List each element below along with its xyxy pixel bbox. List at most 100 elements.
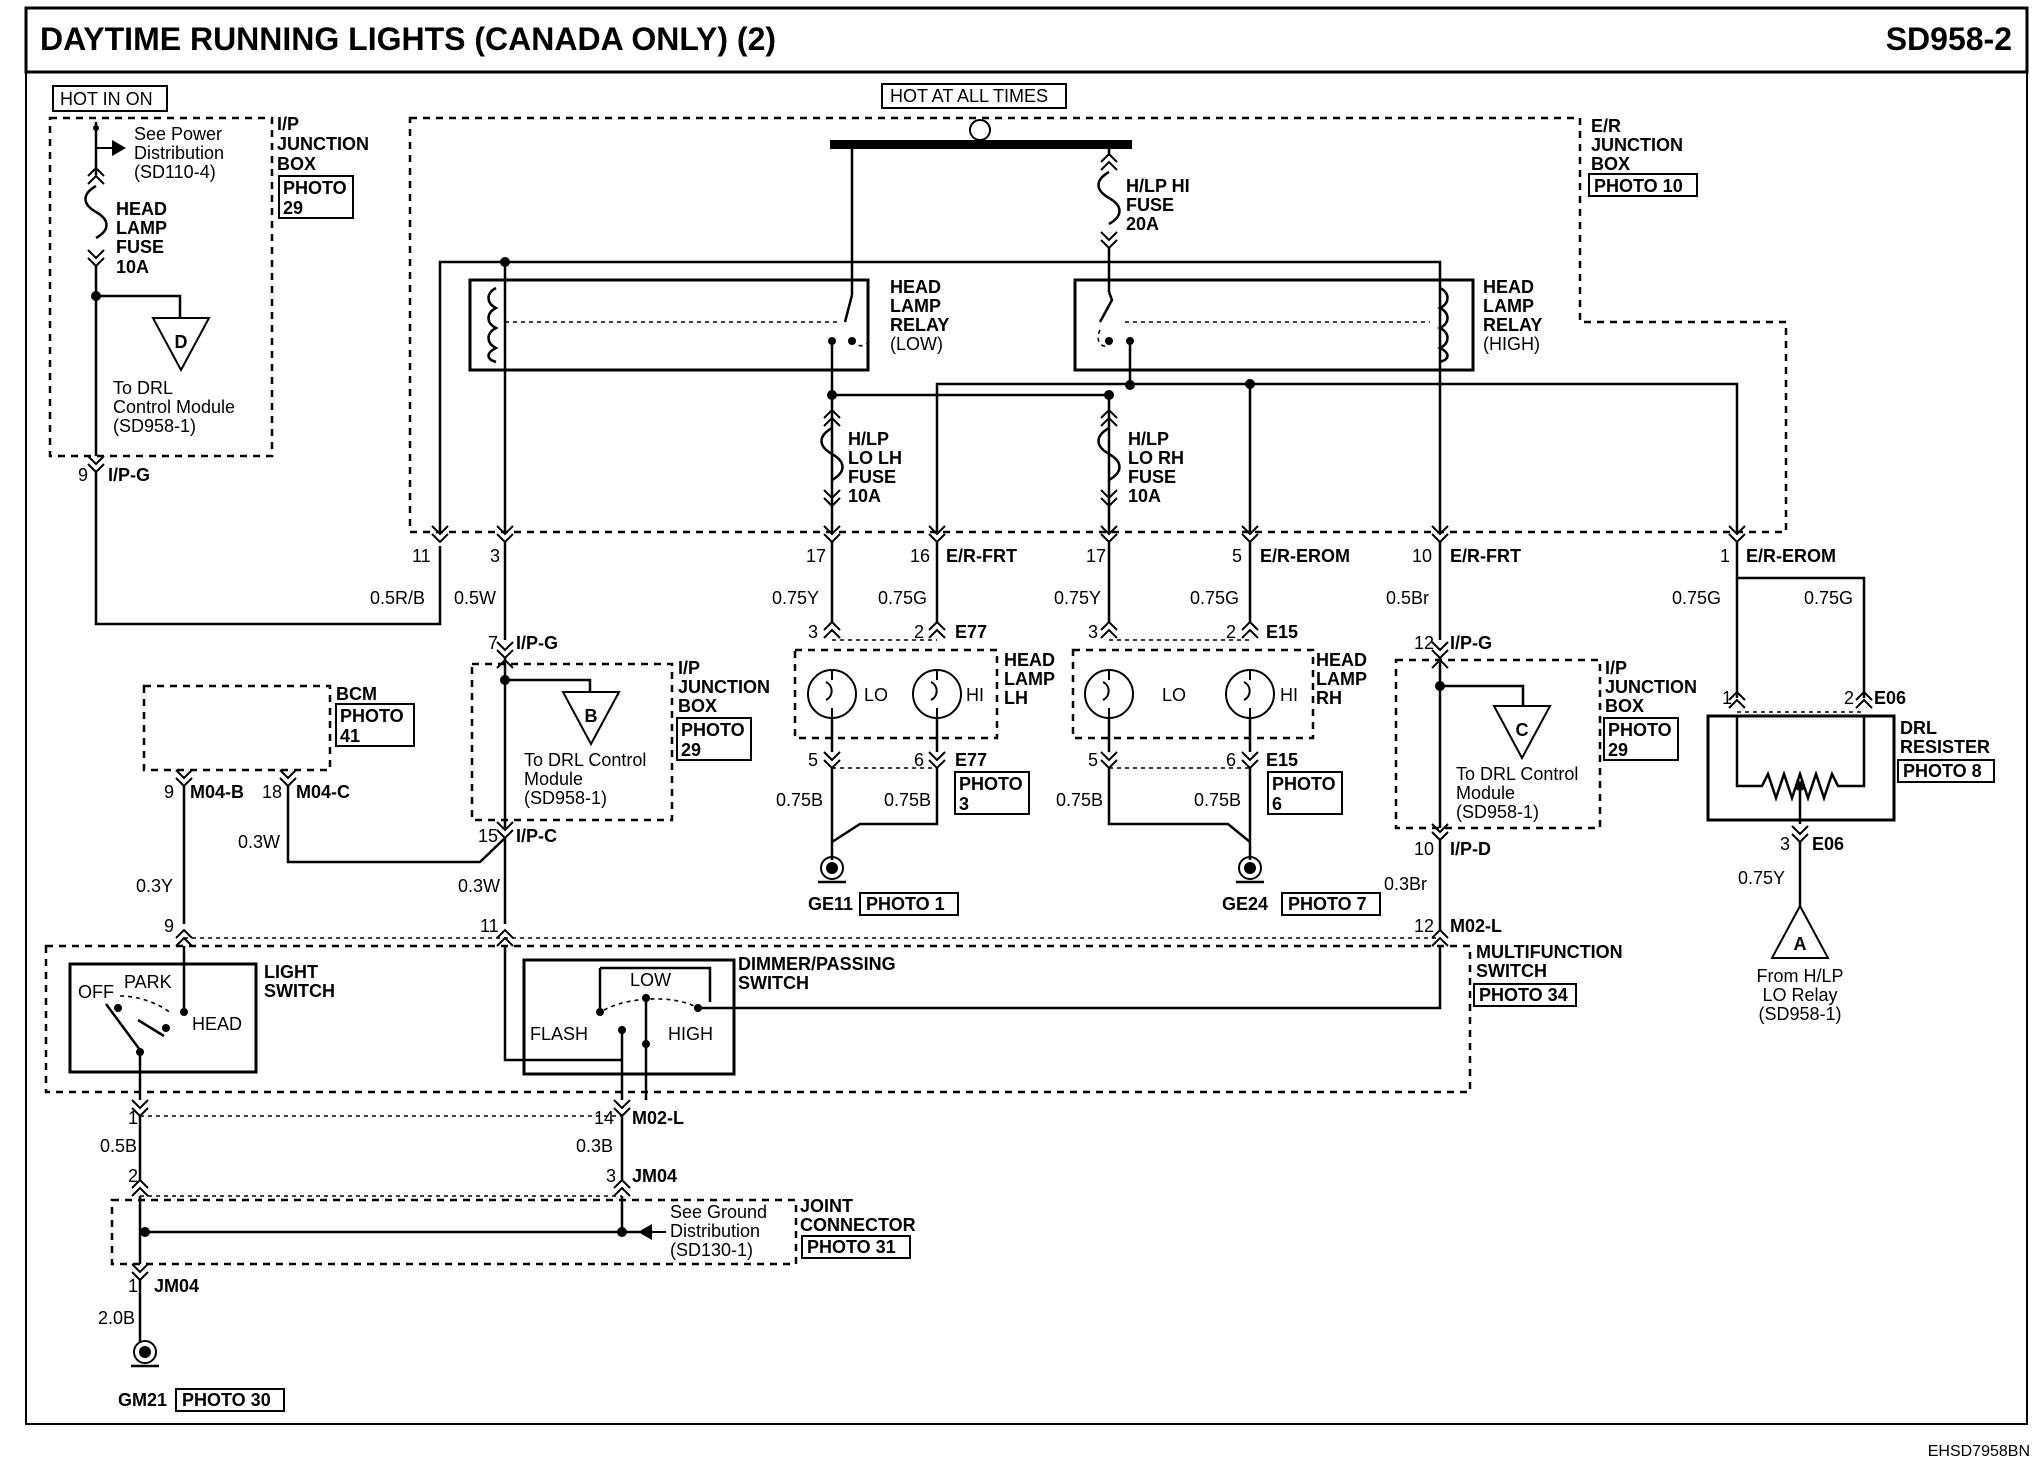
drl-resister-label: DRL xyxy=(1900,718,1937,738)
wire-label: 0.5B xyxy=(100,1136,137,1156)
photo-ref: 3 xyxy=(959,794,969,814)
wire-label: 0.75Y xyxy=(1738,868,1785,888)
pin-number: 5 xyxy=(1232,546,1242,566)
fuse-lo-lh-label: 10A xyxy=(848,486,881,506)
dimmer-pos-flash: FLASH xyxy=(530,1024,588,1044)
photo-ref: PHOTO xyxy=(1608,720,1672,740)
er-connector-arrows xyxy=(431,525,1746,544)
connector-id: I/P-G xyxy=(516,633,558,653)
drl-module-ref: (SD958-1) xyxy=(524,788,607,808)
photo-ref: PHOTO 30 xyxy=(182,1390,271,1410)
joint-connector-label: JOINT xyxy=(800,1196,853,1216)
drl-module-ref: To DRL Control xyxy=(524,750,646,770)
wire-label: 0.75G xyxy=(878,588,927,608)
fuse-lo-lh-label: FUSE xyxy=(848,467,896,487)
fuse-lo-rh-label: FUSE xyxy=(1128,467,1176,487)
connector-ref-c: C xyxy=(1516,720,1529,740)
hlp-lo-relay-ref: LO Relay xyxy=(1762,985,1837,1005)
wire-label: 0.3W xyxy=(458,876,500,896)
ground-dist-note: (SD130-1) xyxy=(670,1240,753,1260)
photo-ref: PHOTO 1 xyxy=(866,894,945,914)
pin-number: 10 xyxy=(1412,546,1432,566)
wire-label: 0.75G xyxy=(1190,588,1239,608)
drl-module-ref: To DRL xyxy=(113,378,173,398)
relay-high-label: (HIGH) xyxy=(1483,334,1540,354)
pin-number: 11 xyxy=(480,916,499,936)
relay-low-label: LAMP xyxy=(890,296,941,316)
wire-label: 0.75B xyxy=(884,790,931,810)
pin-number: 6 xyxy=(1226,750,1236,770)
fuse-lo-rh-label: H/LP xyxy=(1128,429,1169,449)
pin-number: 10 xyxy=(1414,839,1434,859)
hlp-hi-fuse-label: 20A xyxy=(1126,214,1159,234)
pin-number: 9 xyxy=(78,465,88,485)
photo-ref: PHOTO 34 xyxy=(1479,985,1568,1005)
ip-jbox-label: BOX xyxy=(678,696,717,716)
connector-ref-b: B xyxy=(585,706,598,726)
pin-number: 3 xyxy=(1088,622,1098,642)
pin-number: 3 xyxy=(808,622,818,642)
head-lamp-fuse-label: FUSE xyxy=(116,237,164,257)
wire-label: 0.75Y xyxy=(772,588,819,608)
pin-number: 1 xyxy=(1720,546,1730,566)
drl-resister: 1 2 E06 DRL RESISTER PHOTO 8 3 E06 0.75Y… xyxy=(1706,542,1995,1024)
hlp-lo-relay-ref: (SD958-1) xyxy=(1758,1004,1841,1024)
pin-number: 9 xyxy=(164,782,174,802)
lamp-hi-label: HI xyxy=(966,685,984,705)
power-dist-note: Distribution xyxy=(134,143,224,163)
switch-pos-park: PARK xyxy=(124,972,172,992)
multifunction-switch-label: SWITCH xyxy=(1476,961,1547,981)
photo-ref: PHOTO xyxy=(681,720,745,740)
connector-id: I/P-G xyxy=(1450,633,1492,653)
wire-label: 0.5Br xyxy=(1386,588,1429,608)
ground-id: GE24 xyxy=(1222,894,1268,914)
power-dist-note: (SD110-4) xyxy=(134,162,216,182)
relay-low-label: (LOW) xyxy=(890,334,943,354)
ip-jbox-label: I/P xyxy=(1605,658,1627,678)
ip-jbox-label: JUNCTION xyxy=(1605,677,1697,697)
bcm: BCM PHOTO 41 9 M04-B 18 M04-C 0.3W 0.3Y … xyxy=(136,684,507,924)
pin-number: 2 xyxy=(1844,688,1854,708)
page-title: DAYTIME RUNNING LIGHTS (CANADA ONLY) (2) xyxy=(40,21,776,57)
connector-id: E/R-EROM xyxy=(1746,546,1836,566)
relay-high-label: RELAY xyxy=(1483,315,1542,335)
pin-number: 5 xyxy=(808,750,818,770)
wire-label: 0.5R/B xyxy=(370,588,425,608)
pin-number: 2 xyxy=(1226,622,1236,642)
relay-low-label: HEAD xyxy=(890,277,941,297)
title-block: DAYTIME RUNNING LIGHTS (CANADA ONLY) (2)… xyxy=(24,6,2030,1460)
hot-at-all-times-label: HOT AT ALL TIMES xyxy=(890,86,1048,106)
photo-ref: 6 xyxy=(1272,794,1282,814)
wire-label: 0.75B xyxy=(776,790,823,810)
pin-number: 7 xyxy=(488,633,498,653)
hlp-hi-fuse-label: FUSE xyxy=(1126,195,1174,215)
head-lamp-lh-label: HEAD xyxy=(1004,650,1055,670)
head-lamp-fuse-label: LAMP xyxy=(116,218,167,238)
joint-connector-label: CONNECTOR xyxy=(800,1215,916,1235)
wire-label: 0.5W xyxy=(454,588,496,608)
ip-jbox-label: JUNCTION xyxy=(277,134,369,154)
photo-ref: PHOTO 31 xyxy=(807,1237,896,1257)
photo-ref: 29 xyxy=(681,740,701,760)
er-junction-box: HOT AT ALL TIMES E/R JUNCTION BOX PHOTO … xyxy=(408,83,1836,566)
lamp-hi-label: HI xyxy=(1280,685,1298,705)
head-lamp-lh-label: LH xyxy=(1004,688,1028,708)
connector-id: E15 xyxy=(1266,622,1298,642)
connector-id: M02-L xyxy=(632,1108,684,1128)
dimmer-pos-high: HIGH xyxy=(668,1024,713,1044)
connector-id: E/R-EROM xyxy=(1260,546,1350,566)
head-lamp-rh-label: HEAD xyxy=(1316,650,1367,670)
switch-pos-off: OFF xyxy=(78,982,114,1002)
connector-id: JM04 xyxy=(154,1276,199,1296)
photo-ref: 29 xyxy=(283,198,303,218)
fuse-lo-lh-label: LO LH xyxy=(848,448,902,468)
hlp-hi-fuse-label: H/LP HI xyxy=(1126,176,1190,196)
ground-id: GM21 xyxy=(118,1390,167,1410)
wire-label: 2.0B xyxy=(98,1308,135,1328)
ip-junction-box-c: 12 I/P-G I/P JUNCTION BOX PHOTO 29 C To … xyxy=(1384,542,1697,930)
relay-low-label: RELAY xyxy=(890,315,949,335)
connector-id: M04-C xyxy=(296,782,350,802)
drl-module-ref: To DRL Control xyxy=(1456,764,1578,784)
pin-number: 3 xyxy=(1780,834,1790,854)
